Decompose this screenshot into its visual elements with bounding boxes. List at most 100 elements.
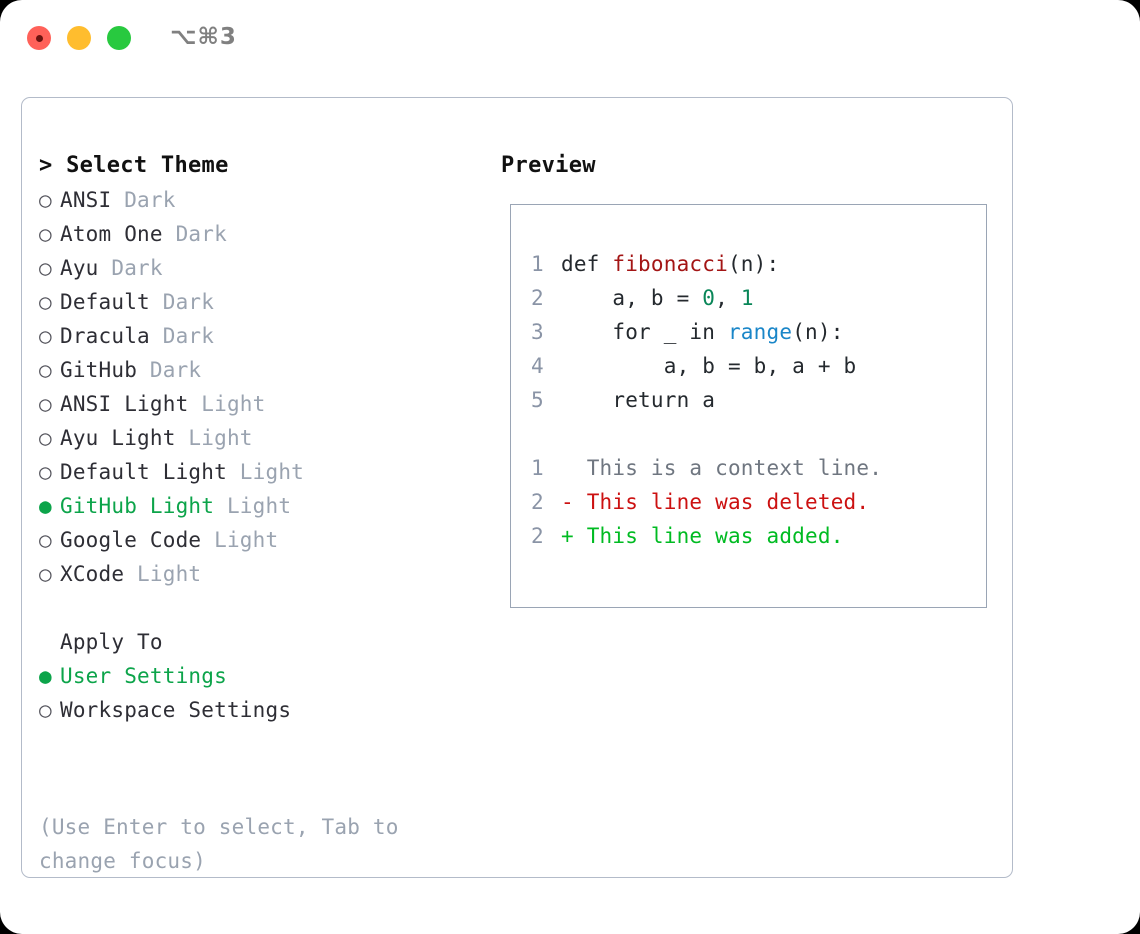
- code-token: a, b =: [561, 286, 703, 310]
- code-token: def: [561, 252, 613, 276]
- code-line-number: 1: [531, 252, 544, 276]
- apply-to-option-row[interactable]: ○ Workspace Settings: [39, 693, 499, 727]
- code-line: 5 return a: [531, 383, 971, 417]
- theme-option-row[interactable]: ○GitHub Dark: [39, 353, 499, 387]
- apply-to-option-label: User Settings: [60, 664, 227, 688]
- theme-variant-tag: Dark: [137, 358, 202, 382]
- select-theme-header: > Select Theme: [39, 153, 229, 178]
- radio-selected-icon[interactable]: ●: [39, 664, 52, 688]
- theme-option-label: Ayu: [60, 256, 99, 280]
- apply-to-header: Apply To: [60, 630, 163, 654]
- theme-option-label: GitHub Light: [60, 494, 215, 518]
- diff-line: 1 This is a context line.: [531, 451, 971, 485]
- help-text: (Use Enter to select, Tab to change focu…: [39, 815, 399, 873]
- radio-unselected-icon[interactable]: ○: [39, 528, 52, 552]
- diff-line-number: 2: [531, 490, 544, 514]
- theme-option-row[interactable]: ○Ayu Light Light: [39, 421, 499, 455]
- theme-selector-column: > Select Theme ○ANSI Dark○Atom One Dark○…: [39, 149, 499, 727]
- diff-marker: [561, 456, 587, 480]
- theme-variant-tag: Light: [214, 494, 292, 518]
- diff-text: This line was added.: [586, 524, 844, 548]
- theme-option-row[interactable]: ○ Atom One Dark: [39, 217, 499, 251]
- theme-option-label: Atom One: [60, 222, 163, 246]
- diff-text: This is a context line.: [586, 456, 883, 480]
- theme-option-row[interactable]: ○ Google Code Light: [39, 523, 499, 557]
- diff-sample: 1 This is a context line.2- This line wa…: [531, 451, 971, 553]
- diff-line: 2- This line was deleted.: [531, 485, 971, 519]
- theme-option-row[interactable]: ○ANSI Light Light: [39, 387, 499, 421]
- theme-variant-tag: Dark: [149, 290, 215, 314]
- theme-option-row[interactable]: ○XCode Light: [39, 557, 499, 591]
- radio-unselected-icon[interactable]: ○: [39, 222, 52, 246]
- theme-option-label: Dracula: [60, 324, 150, 348]
- theme-variant-tag: Light: [226, 460, 305, 484]
- code-line: 2 a, b = 0, 1: [531, 281, 971, 315]
- theme-option-row[interactable]: ○ANSI Dark: [39, 183, 499, 217]
- theme-option-label: Default Light: [60, 460, 227, 484]
- diff-line-number: 2: [531, 524, 544, 548]
- radio-unselected-icon[interactable]: ○: [39, 358, 52, 382]
- theme-option-row[interactable]: ○Dracula Dark: [39, 319, 499, 353]
- code-token: 1: [740, 286, 754, 310]
- theme-option-row[interactable]: ○ Ayu Dark: [39, 251, 499, 285]
- radio-unselected-icon[interactable]: ○: [39, 256, 52, 280]
- apply-to-option-row[interactable]: ● User Settings: [39, 659, 499, 693]
- close-window-button[interactable]: [27, 26, 51, 50]
- theme-option-label: ANSI: [60, 188, 112, 212]
- code-token: ,: [715, 286, 741, 310]
- diff-line-number: 1: [531, 456, 544, 480]
- radio-unselected-icon[interactable]: ○: [39, 324, 52, 348]
- theme-option-label: XCode: [60, 562, 125, 586]
- preview-header: Preview: [501, 153, 596, 178]
- radio-unselected-icon[interactable]: ○: [39, 562, 52, 586]
- code-token: (n):: [792, 320, 844, 344]
- panel-columns: > Select Theme ○ANSI Dark○Atom One Dark○…: [22, 98, 1012, 877]
- radio-unselected-icon[interactable]: ○: [39, 426, 52, 450]
- list-spacer: [39, 591, 499, 625]
- theme-option-row[interactable]: ● GitHub Light Light: [39, 489, 499, 523]
- radio-unselected-icon[interactable]: ○: [39, 698, 52, 722]
- radio-unselected-icon[interactable]: ○: [39, 290, 52, 314]
- theme-option-label: Google Code: [60, 528, 202, 552]
- code-token: return a: [561, 388, 716, 412]
- theme-option-row[interactable]: ○ Default Light Light: [39, 455, 499, 489]
- code-line: 4 a, b = b, a + b: [531, 349, 971, 383]
- apply-to-option-list: ● User Settings ○ Workspace Settings: [39, 659, 499, 727]
- theme-option-label: Ayu Light: [60, 426, 176, 450]
- apply-to-option-label: Workspace Settings: [60, 698, 292, 722]
- diff-text: This line was deleted.: [586, 490, 870, 514]
- code-token: a, b = b, a + b: [561, 354, 857, 378]
- code-token: range: [727, 320, 793, 344]
- theme-variant-tag: Light: [201, 528, 279, 552]
- radio-selected-icon[interactable]: ●: [39, 494, 52, 518]
- code-token: 0: [702, 286, 716, 310]
- theme-variant-tag: Dark: [162, 222, 227, 246]
- code-token: (n):: [727, 252, 780, 276]
- code-line-number: 2: [531, 286, 544, 310]
- traffic-light-group: [27, 26, 131, 50]
- preview-column: Preview: [501, 149, 1001, 183]
- radio-unselected-icon[interactable]: ○: [39, 188, 52, 212]
- theme-option-list: ○ANSI Dark○Atom One Dark○Ayu Dark○Defaul…: [39, 183, 499, 591]
- code-line-number: 3: [531, 320, 544, 344]
- theme-option-label: ANSI Light: [60, 392, 189, 416]
- code-token: for _ in: [561, 320, 728, 344]
- theme-variant-tag: Dark: [98, 256, 163, 280]
- title-bar: ⌥⌘3: [0, 0, 1140, 78]
- radio-unselected-icon[interactable]: ○: [39, 460, 52, 484]
- minimize-window-button[interactable]: [67, 26, 91, 50]
- code-line-number: 4: [531, 354, 544, 378]
- radio-unselected-icon[interactable]: ○: [39, 392, 52, 416]
- main-panel: > Select Theme ○ANSI Dark○Atom One Dark○…: [21, 97, 1013, 878]
- code-line-number: 5: [531, 388, 544, 412]
- theme-option-row[interactable]: ○Default Dark: [39, 285, 499, 319]
- diff-marker: -: [561, 490, 587, 514]
- code-line: 3 for _ in range(n):: [531, 315, 971, 349]
- diff-marker: +: [561, 524, 587, 548]
- zoom-window-button[interactable]: [107, 26, 131, 50]
- diff-line: 2 + This line was added.: [531, 519, 971, 553]
